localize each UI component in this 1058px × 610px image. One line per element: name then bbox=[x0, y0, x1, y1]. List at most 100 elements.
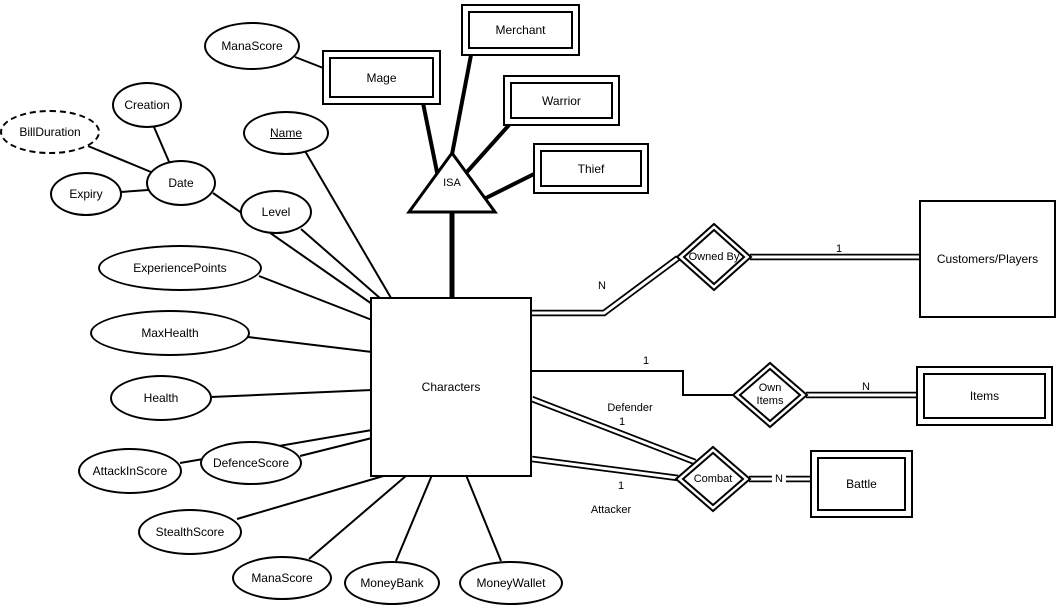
connector-stealthscore-characters bbox=[236, 474, 388, 520]
relationship-owned-by-label[interactable]: Owned By bbox=[688, 250, 740, 263]
connector-level-characters bbox=[300, 228, 382, 300]
attribute-level[interactable]: Level bbox=[240, 190, 312, 234]
attribute-name-label: Name bbox=[269, 126, 302, 140]
entity-mage-label: Mage bbox=[366, 70, 397, 85]
attribute-date[interactable]: Date bbox=[146, 160, 216, 206]
role-attacker-label: Attacker bbox=[590, 504, 632, 516]
entity-items[interactable]: Items bbox=[916, 366, 1053, 426]
attribute-manascore-characters-label: ManaScore bbox=[251, 571, 313, 585]
entity-warrior-label: Warrior bbox=[542, 93, 581, 108]
edge-characters-ownitems bbox=[532, 370, 734, 396]
edge-characters-combat-attacker-gap bbox=[531, 457, 679, 480]
attribute-defencescore-label: DefenceScore bbox=[212, 456, 290, 470]
cardinality-defender-one: 1 bbox=[618, 416, 626, 428]
cardinality-ownedby-one: 1 bbox=[835, 243, 843, 255]
entity-thief-label: Thief bbox=[577, 161, 605, 176]
attribute-manascore-characters[interactable]: ManaScore bbox=[232, 556, 332, 600]
entity-customers-players[interactable]: Customers/Players bbox=[919, 200, 1056, 318]
cardinality-combat-n: N bbox=[772, 473, 786, 486]
connector-moneywallet-characters bbox=[465, 474, 502, 562]
connector-thief-isa bbox=[485, 172, 535, 200]
cardinality-ownedby-n: N bbox=[598, 280, 606, 292]
cardinality-ownitems-one: 1 bbox=[642, 355, 650, 367]
attribute-creation[interactable]: Creation bbox=[112, 82, 182, 128]
relationship-diamonds bbox=[674, 222, 809, 513]
connector-defencescore-characters bbox=[299, 437, 373, 457]
relationship-owned-by-shape[interactable] bbox=[675, 222, 753, 292]
entity-items-inner-border: Items bbox=[923, 373, 1046, 419]
entity-merchant[interactable]: Merchant bbox=[461, 4, 580, 56]
connector-manascore2-characters bbox=[308, 474, 408, 560]
attribute-attackinscore-label: AttackInScore bbox=[92, 464, 168, 478]
role-defender-label: Defender bbox=[607, 402, 653, 414]
attribute-moneybank[interactable]: MoneyBank bbox=[344, 561, 440, 605]
attribute-experiencepoints[interactable]: ExperiencePoints bbox=[98, 245, 262, 291]
entity-characters[interactable]: Characters bbox=[370, 297, 532, 477]
isa-triangle[interactable] bbox=[406, 150, 498, 214]
attribute-moneywallet-label: MoneyWallet bbox=[476, 576, 546, 590]
relationship-connectors bbox=[530, 253, 920, 483]
connector-name-characters bbox=[304, 150, 392, 299]
relationship-own-items-inner-border bbox=[738, 367, 802, 423]
attribute-billduration[interactable]: BillDuration bbox=[0, 110, 100, 154]
attribute-moneywallet[interactable]: MoneyWallet bbox=[459, 561, 563, 605]
entity-battle-label: Battle bbox=[846, 477, 877, 491]
attribute-maxhealth[interactable]: MaxHealth bbox=[90, 310, 250, 356]
connector-date-creation bbox=[153, 126, 171, 165]
relationship-own-items-shape[interactable] bbox=[731, 361, 809, 429]
connector-mage-isa bbox=[421, 102, 440, 178]
attribute-health[interactable]: Health bbox=[110, 375, 212, 421]
connector-merchant-isa bbox=[448, 54, 473, 166]
cardinality-ownitems-n: N bbox=[862, 381, 870, 393]
attribute-creation-label: Creation bbox=[124, 98, 170, 112]
entity-mage-inner-border: Mage bbox=[329, 57, 434, 98]
connector-date-billduration bbox=[87, 145, 152, 173]
attribute-stealthscore[interactable]: StealthScore bbox=[138, 509, 242, 555]
attribute-manascore-mage-label: ManaScore bbox=[221, 39, 283, 53]
attribute-manascore-mage[interactable]: ManaScore bbox=[204, 22, 300, 70]
entity-characters-label: Characters bbox=[421, 380, 481, 394]
entity-warrior[interactable]: Warrior bbox=[503, 75, 620, 126]
attribute-attackinscore[interactable]: AttackInScore bbox=[78, 448, 182, 494]
edge-characters-combat-defender-gap bbox=[531, 397, 696, 464]
connector-health-characters bbox=[210, 389, 373, 398]
attribute-maxhealth-label: MaxHealth bbox=[141, 326, 199, 340]
entity-items-label: Items bbox=[969, 389, 1000, 403]
relationship-combat-inner-border bbox=[681, 451, 745, 507]
connector-experiencepoints-characters bbox=[258, 275, 373, 321]
attribute-billduration-label: BillDuration bbox=[19, 125, 81, 139]
connector-moneybank-characters bbox=[395, 474, 433, 562]
entity-merchant-inner-border: Merchant bbox=[468, 11, 573, 49]
attribute-connectors bbox=[87, 56, 502, 562]
attribute-experiencepoints-label: ExperiencePoints bbox=[133, 261, 227, 275]
connector-maxhealth-characters bbox=[247, 336, 373, 353]
attribute-health-label: Health bbox=[143, 391, 179, 405]
attribute-defencescore[interactable]: DefenceScore bbox=[200, 441, 302, 485]
cardinality-attacker-one: 1 bbox=[617, 480, 625, 492]
entity-battle-inner-border: Battle bbox=[817, 457, 906, 511]
entity-thief[interactable]: Thief bbox=[533, 143, 649, 194]
connector-date-characters bbox=[212, 192, 373, 305]
relationship-combat-shape[interactable] bbox=[674, 445, 752, 513]
isa-label: ISA bbox=[443, 176, 461, 189]
entity-customers-players-label: Customers/Players bbox=[936, 252, 1039, 266]
attribute-stealthscore-label: StealthScore bbox=[155, 525, 225, 539]
attribute-expiry-label: Expiry bbox=[69, 187, 103, 201]
relationship-own-items-label[interactable]: Own Items bbox=[756, 382, 784, 407]
attribute-name[interactable]: Name bbox=[243, 111, 329, 155]
relationship-combat-label[interactable]: Combat bbox=[693, 472, 733, 485]
attribute-level-label: Level bbox=[261, 205, 291, 219]
attribute-expiry[interactable]: Expiry bbox=[50, 172, 122, 216]
relationship-owned-by-inner-border bbox=[682, 228, 746, 286]
entity-mage[interactable]: Mage bbox=[322, 50, 441, 105]
attribute-moneybank-label: MoneyBank bbox=[360, 576, 424, 590]
entity-thief-inner-border: Thief bbox=[540, 150, 642, 187]
connector-date-expiry bbox=[120, 189, 149, 193]
attribute-date-label: Date bbox=[168, 176, 194, 190]
entity-merchant-label: Merchant bbox=[495, 23, 546, 37]
connector-warrior-isa bbox=[464, 123, 511, 175]
entity-battle[interactable]: Battle bbox=[810, 450, 913, 518]
entity-warrior-inner-border: Warrior bbox=[510, 82, 613, 119]
